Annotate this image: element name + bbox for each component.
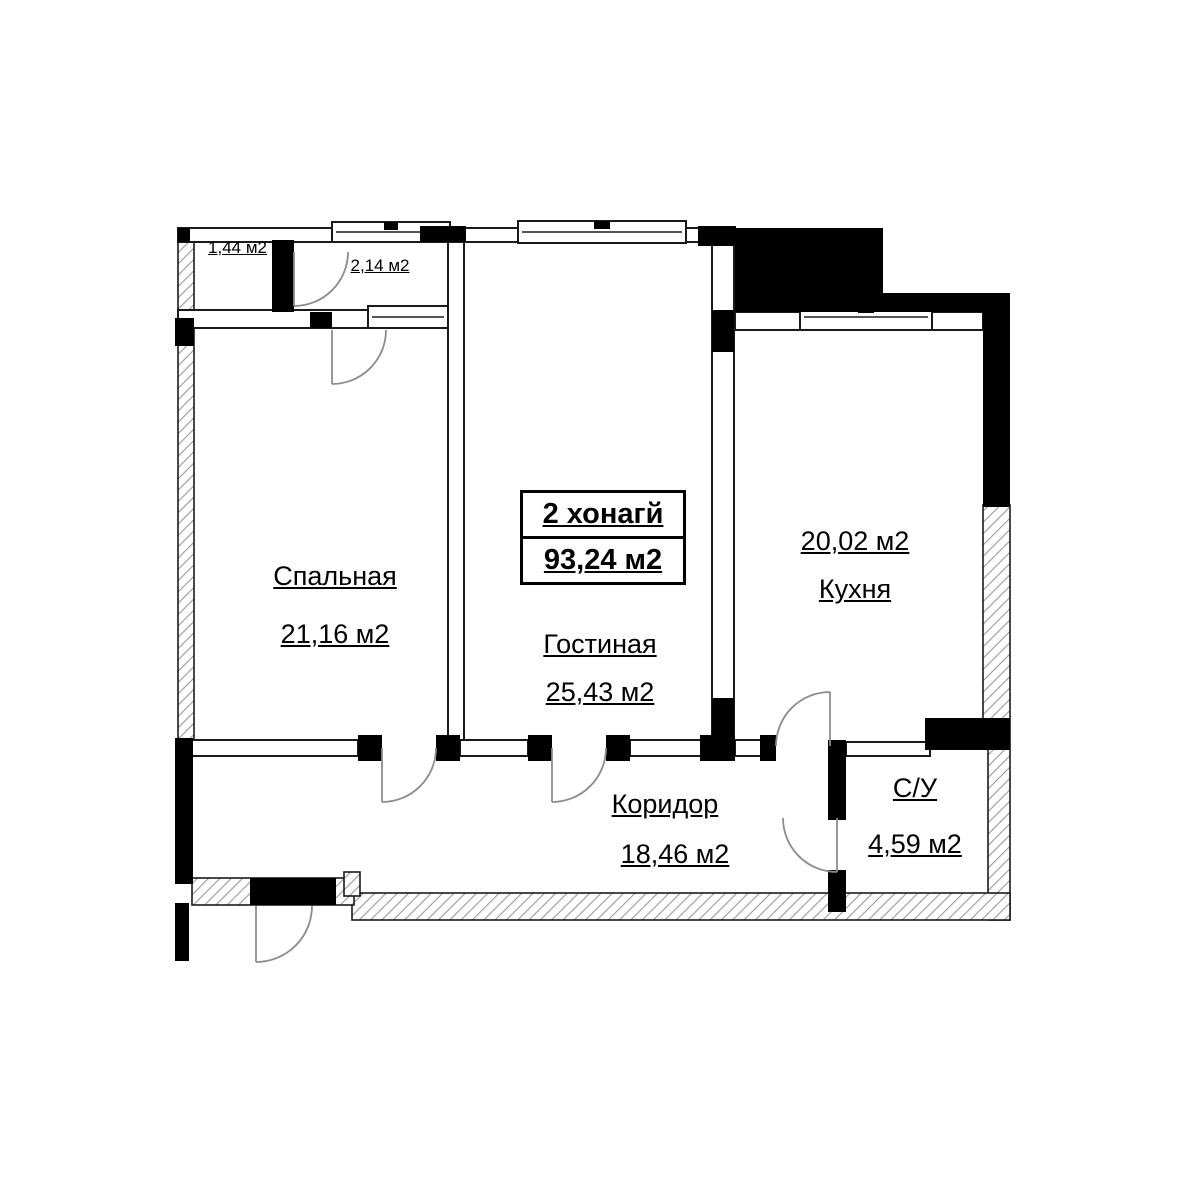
corridor-name-label: Коридор xyxy=(611,789,719,819)
black-walls xyxy=(175,226,1010,961)
living-name-label: Гостиная xyxy=(543,629,657,659)
kitchen-name-label: Кухня xyxy=(818,574,892,604)
balcony-large-area-label: 2,14 м2 xyxy=(350,256,410,275)
door-entrance xyxy=(255,905,313,963)
balcony-small-area-label: 1,44 м2 xyxy=(208,238,267,257)
bedroom-name-label: Спальная xyxy=(273,561,397,591)
apartment-summary-box: 2 хонагй 93,24 м2 xyxy=(520,490,686,585)
kitchen-area-label: 20,02 м2 xyxy=(800,526,910,556)
door-kitchen xyxy=(775,691,831,747)
door-balcony xyxy=(293,251,349,307)
door-bedroom-corridor xyxy=(381,747,437,803)
bathroom-name-label: С/У xyxy=(892,773,938,803)
apartment-rooms-count: 2 хонагй xyxy=(523,493,683,539)
door-bedroom xyxy=(331,329,387,385)
door-bathroom xyxy=(782,817,838,873)
apartment-total-area: 93,24 м2 xyxy=(543,544,663,576)
window-living xyxy=(517,220,687,244)
bedroom-area-label: 21,16 м2 xyxy=(280,619,390,649)
living-area-label: 25,43 м2 xyxy=(545,677,655,707)
door-living-corridor xyxy=(551,747,607,803)
door-arcs xyxy=(255,251,838,963)
corridor-area-label: 18,46 м2 xyxy=(620,839,730,869)
bathroom-area-label: 4,59 м2 xyxy=(868,829,962,859)
window-bedroom xyxy=(367,305,449,329)
